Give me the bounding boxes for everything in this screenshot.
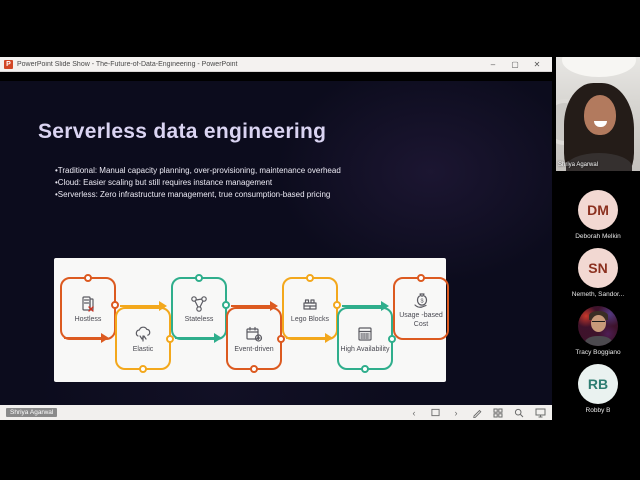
avatar: DM [578,190,618,230]
server-crossed-icon [82,296,94,312]
diagram-step-elastic: Elastic [115,307,174,373]
maximize-button[interactable]: ▢ [511,59,519,69]
calendar-plus-icon [246,327,263,342]
slideshow-controls: ‹ › [408,407,546,419]
ceiling-light-shape [562,57,636,77]
node-dot [361,365,369,373]
powerpoint-icon: P [4,59,13,69]
participant-name: Deborah Melkin [575,233,621,240]
network-nodes-icon [191,296,207,313]
step-label: Elastic [132,346,154,354]
participants-sidebar: Shriya Agarwal DM Deborah Melkin SN Neme… [556,57,640,480]
bullet-item: •Traditional: Manual capacity planning, … [55,166,341,175]
photo-shirt-shape [584,336,612,346]
node-dot [333,301,341,309]
node-dot [111,301,119,309]
step-label: High Availability [340,346,390,354]
node-dot [139,365,147,373]
avatar-photo [577,306,618,346]
slide-bullet-list: •Traditional: Manual capacity planning, … [55,165,365,201]
diagram-step-high-availability: High Availability [337,307,396,373]
previous-slide-button[interactable]: ‹ [412,407,416,418]
diagram-step-event-driven: Event-driven [226,307,285,373]
step-label: Hostless [74,316,102,324]
connector-arrow [342,301,389,311]
video-tile-shriya[interactable]: Shriya Agarwal [556,57,640,171]
elastic-cloud-icon [135,326,151,342]
node-dot [388,335,396,343]
avatar: SN [577,248,618,288]
step-label: Event-driven [234,346,274,354]
all-slides-grid-icon[interactable] [492,407,504,419]
svg-text:$: $ [420,299,423,305]
person-face-shape [584,95,616,135]
bullet-item: •Cloud: Easier scaling but still require… [55,178,273,187]
connector-arrow [120,301,167,311]
powerpoint-window: P PowerPoint Slide Show - The-Future-of-… [0,57,552,420]
slideshow-statusbar: Shriya Agarwal ‹ › [0,405,552,420]
step-label: Usage -based Cost [399,312,443,328]
diagram-step-usage-based-cost: $ Usage -based Cost [393,274,449,340]
serverless-diagram: Hostless Elastic [54,258,449,382]
node-dot [417,274,425,282]
participant-nemeth-sandor[interactable]: SN Nemeth, Sandor... [572,248,624,298]
participant-robby-b[interactable]: RB Robby B [578,364,618,414]
participant-name: Nemeth, Sandor... [571,291,625,298]
slide-canvas: Serverless data engineering •Traditional… [0,72,552,405]
slide-letterbox [0,72,552,81]
connector-arrow [231,301,278,311]
participant-deborah-melkin[interactable]: DM Deborah Melkin [575,190,621,240]
node-dot [195,274,203,282]
money-hand-icon: $ [414,293,428,308]
diagram-step-hostless: Hostless [60,274,119,340]
slide-title: Serverless data engineering [38,120,327,143]
node-dot [222,301,230,309]
presenter-name-chip: Shriya Agarwal [6,408,58,417]
photo-glasses-shape [591,321,605,324]
video-name-label: Shriya Agarwal [558,162,599,168]
participant-tracy-boggiano[interactable]: Tracy Boggiano [575,306,621,356]
zoom-magnifier-icon[interactable] [513,407,525,419]
node-dot [306,274,314,282]
node-dot [250,365,258,373]
annotate-pen-icon[interactable] [471,407,483,419]
step-label: Lego Blocks [290,316,330,324]
minimize-button[interactable]: – [490,59,496,69]
participant-name: Robby B [585,407,611,414]
bullet-item: •Serverless: Zero infrastructure managem… [55,190,331,199]
node-dot [84,274,92,282]
photo-face-shape [590,315,606,332]
node-dot [277,335,285,343]
lego-brick-icon [303,299,317,310]
step-label: Stateless [184,316,214,324]
node-dot [166,335,174,343]
subtitles-monitor-icon[interactable] [534,407,546,419]
participant-name: Tracy Boggiano [575,349,621,356]
current-slide-icon[interactable] [429,407,441,419]
person-smile-shape [594,121,607,127]
participant-list: DM Deborah Melkin SN Nemeth, Sandor... T… [556,171,640,422]
avatar: RB [578,364,618,404]
diagram-step-stateless: Stateless [171,274,230,340]
close-button[interactable]: ✕ [533,59,541,69]
window-titlebar: P PowerPoint Slide Show - The-Future-of-… [0,57,552,72]
diagram-step-lego-blocks: Lego Blocks [282,274,341,340]
calendar-grid-icon [358,327,372,341]
window-title: PowerPoint Slide Show - The-Future-of-Da… [17,60,238,68]
next-slide-button[interactable]: › [454,407,458,418]
person-shoulders-shape [566,153,632,171]
